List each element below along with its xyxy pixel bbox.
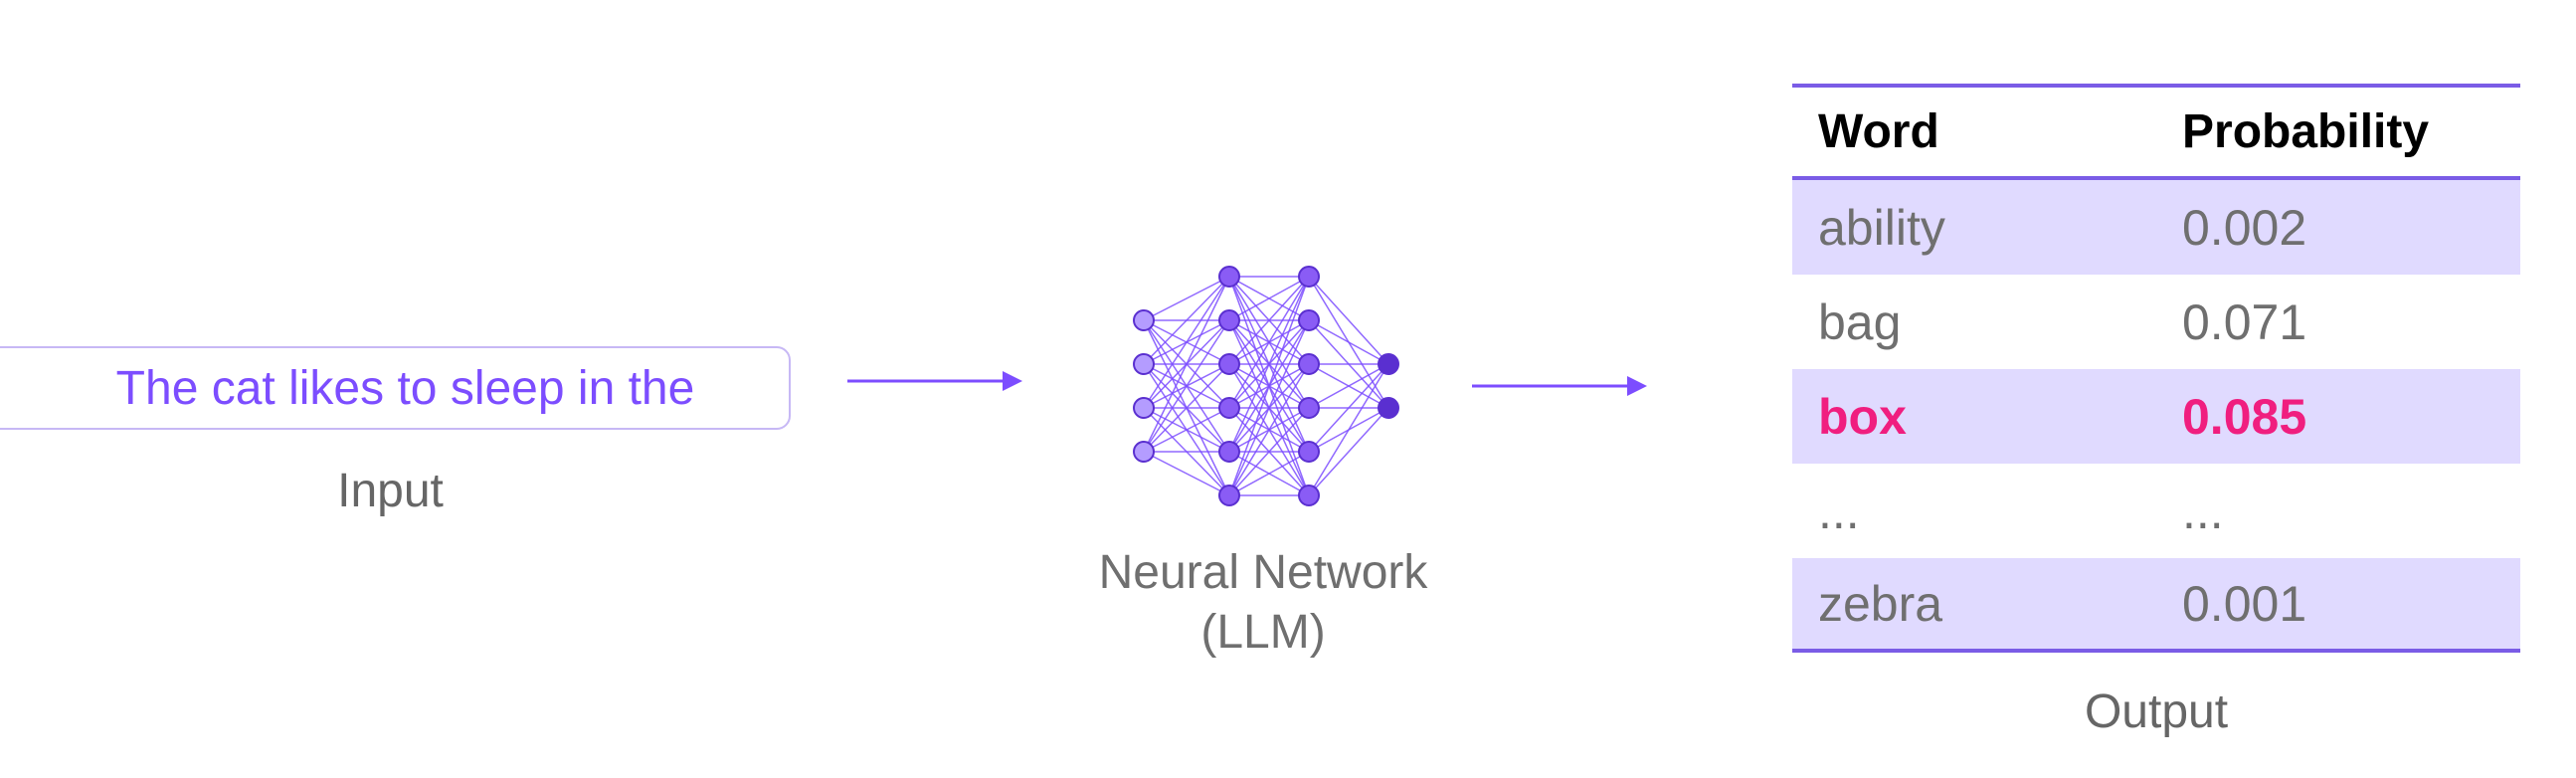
network-connection bbox=[1308, 319, 1389, 365]
table-row: zebra 0.001 bbox=[1792, 558, 2520, 653]
network-node bbox=[1133, 353, 1155, 375]
network-connection bbox=[1143, 451, 1230, 496]
output-caption: Output bbox=[2084, 685, 2229, 738]
network-connection bbox=[1228, 407, 1310, 496]
network-connection bbox=[1143, 276, 1230, 453]
network-connection bbox=[1228, 451, 1310, 496]
table-row: ability 0.002 bbox=[1792, 180, 2520, 275]
network-node bbox=[1298, 441, 1320, 463]
word-cell: zebra bbox=[1818, 575, 1943, 632]
network-connection bbox=[1308, 363, 1389, 409]
probability-cell: 0.071 bbox=[2182, 293, 2307, 350]
word-cell: box bbox=[1818, 388, 1907, 445]
input-prompt-box: The cat likes to sleep in the bbox=[0, 346, 791, 430]
column-header-probability: Probability bbox=[2182, 105, 2430, 158]
network-connection bbox=[1143, 363, 1230, 453]
network-node bbox=[1218, 309, 1240, 331]
network-connection bbox=[1228, 319, 1310, 496]
network-node bbox=[1298, 485, 1320, 506]
network-connection bbox=[1143, 276, 1230, 321]
network-connection bbox=[1228, 363, 1310, 496]
probability-cell: ... bbox=[2182, 483, 2224, 539]
input-caption: Input bbox=[337, 465, 444, 517]
table-row: bag 0.071 bbox=[1792, 275, 2520, 369]
network-connection bbox=[1143, 276, 1230, 409]
probability-cell: 0.002 bbox=[2182, 199, 2307, 256]
network-connection bbox=[1228, 276, 1310, 321]
network-connection bbox=[1308, 276, 1389, 365]
probability-cell: 0.085 bbox=[2182, 388, 2307, 445]
network-node bbox=[1378, 353, 1399, 375]
network-node bbox=[1133, 397, 1155, 419]
input-prompt-text: The cat likes to sleep in the bbox=[115, 361, 695, 415]
probability-cell: 0.001 bbox=[2182, 575, 2307, 632]
word-cell: bag bbox=[1818, 293, 1902, 350]
network-connection bbox=[1228, 276, 1310, 453]
network-node bbox=[1133, 309, 1155, 331]
network-node bbox=[1218, 485, 1240, 506]
arrow-input-to-network bbox=[847, 371, 1022, 391]
network-connection bbox=[1143, 319, 1230, 453]
network-node bbox=[1298, 309, 1320, 331]
network-node bbox=[1218, 397, 1240, 419]
network-caption-line2: (LLM) bbox=[1200, 606, 1326, 659]
network-connection bbox=[1143, 407, 1230, 453]
network-node bbox=[1298, 397, 1320, 419]
neural-network-diagram bbox=[1133, 266, 1399, 506]
network-connection bbox=[1228, 276, 1310, 496]
network-node bbox=[1298, 353, 1320, 375]
table-header-row: Word Probability bbox=[1792, 84, 2520, 180]
network-connection bbox=[1308, 363, 1389, 496]
network-connection bbox=[1308, 363, 1389, 453]
network-node bbox=[1218, 266, 1240, 288]
network-connection bbox=[1228, 276, 1310, 365]
network-node bbox=[1378, 397, 1399, 419]
network-connection bbox=[1308, 407, 1389, 496]
word-cell: ability bbox=[1818, 199, 1945, 256]
network-caption-line1: Neural Network bbox=[1098, 546, 1428, 599]
column-header-word: Word bbox=[1818, 105, 1939, 158]
network-node bbox=[1133, 441, 1155, 463]
probability-table: Word Probability ability 0.002 bag 0.071… bbox=[1792, 84, 2520, 653]
table-row-highlighted: box 0.085 bbox=[1792, 369, 2520, 464]
network-caption: Neural Network (LLM) bbox=[1034, 543, 1492, 663]
network-node bbox=[1218, 441, 1240, 463]
word-cell: ... bbox=[1818, 483, 1860, 539]
table-row-ellipsis: ... ... bbox=[1792, 464, 2520, 558]
network-connection bbox=[1143, 276, 1230, 365]
network-node bbox=[1298, 266, 1320, 288]
network-connection bbox=[1228, 276, 1310, 409]
network-node bbox=[1218, 353, 1240, 375]
arrow-network-to-output bbox=[1472, 376, 1647, 396]
